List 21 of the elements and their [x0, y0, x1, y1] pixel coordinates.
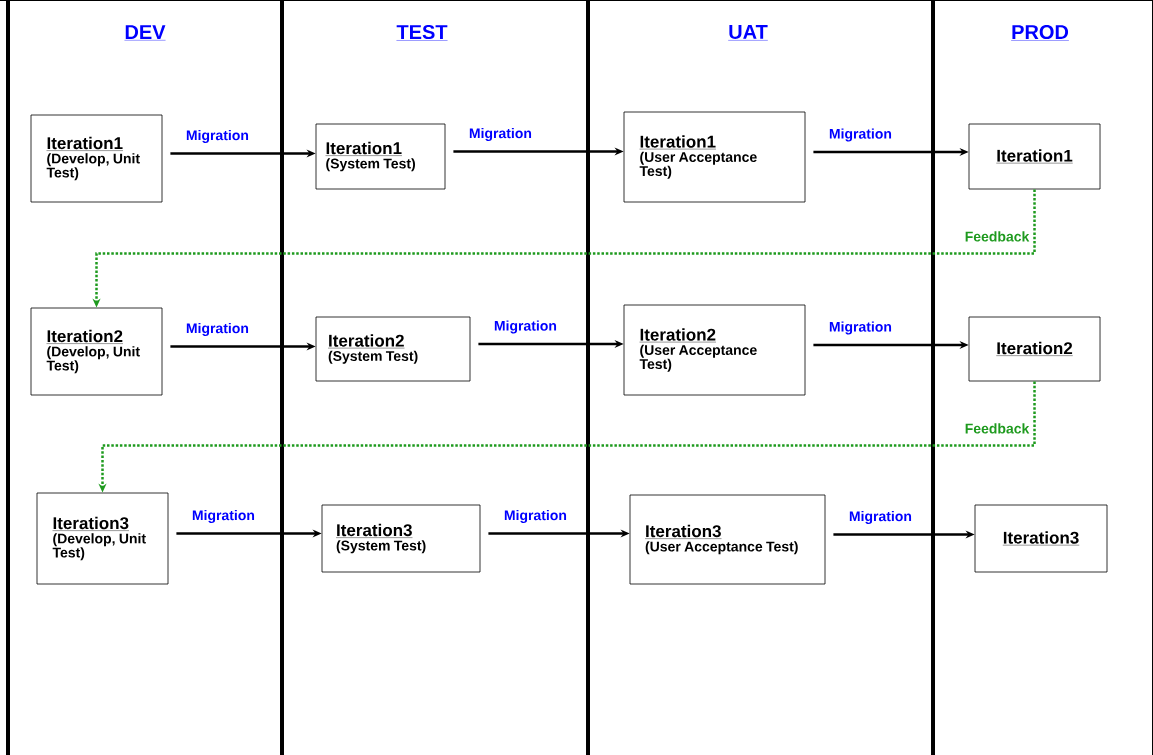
process-box: Iteration2 [968, 316, 1101, 382]
process-box: Iteration3 (User Acceptance Test) [629, 494, 826, 585]
process-box: Iteration2 (System Test) [315, 316, 471, 382]
process-box: Iteration3 (System Test) [321, 504, 481, 573]
process-box: Iteration1 (System Test) [315, 123, 446, 190]
process-box: Iteration1 (User Acceptance Test) [623, 111, 806, 203]
lane-heading: TEST [396, 24, 448, 41]
edge-label: Feedback [963, 422, 1031, 435]
process-box: Iteration2 (User Acceptance Test) [623, 304, 806, 396]
process-box: Iteration3 (Develop, Unit Test) [36, 492, 169, 585]
edge-label: Feedback [963, 230, 1031, 243]
lane-heading: PROD [1010, 24, 1070, 41]
edge-label: Migration [827, 320, 893, 336]
lane-heading: UAT [728, 25, 769, 41]
edge-label: Migration [827, 127, 893, 143]
process-box: Iteration3 [974, 504, 1108, 573]
process-box: Iteration1 [968, 123, 1101, 190]
lane-heading: DEV [124, 25, 166, 41]
process-box: Iteration1 (Develop, Unit Test) [30, 114, 163, 203]
edge-label: Migration [492, 319, 558, 335]
process-box: Iteration2 (Develop, Unit Test) [30, 307, 163, 396]
